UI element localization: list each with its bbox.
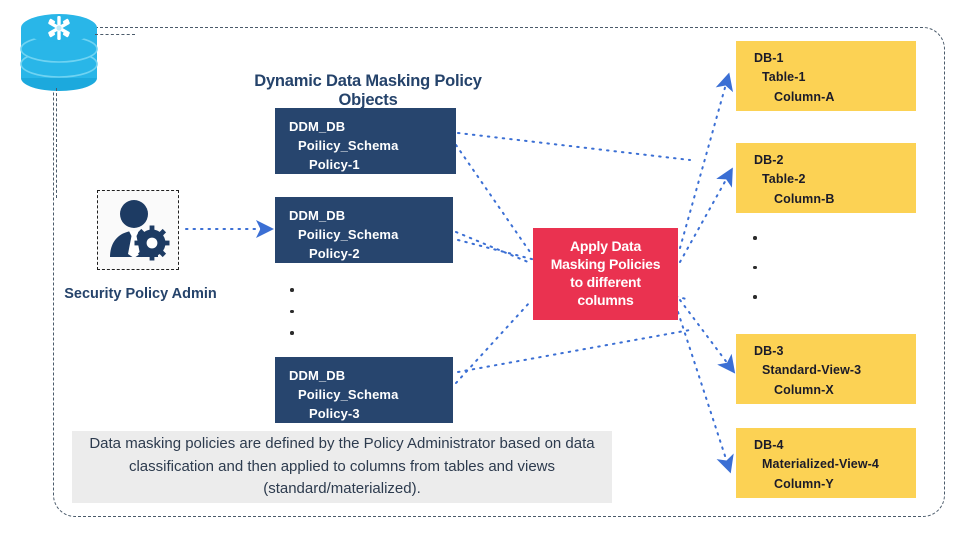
db1-column: Column-A (774, 89, 835, 104)
policy-1-database: DDM_DB (289, 119, 346, 134)
diagram-boundary (53, 27, 945, 517)
policy-1-name: Policy-1 (309, 157, 360, 173)
security-policy-admin-label: Security Policy Admin (64, 286, 217, 302)
policy-3-database: DDM_DB (289, 368, 346, 383)
db4-column: Column-Y (774, 476, 834, 491)
target-box-db4[interactable]: DB-4 Materialized-View-4 Column-Y (736, 428, 916, 498)
policy-object-box-2[interactable]: DDM_DB Poilicy_Schema Policy-2 (275, 197, 453, 263)
policy-3-schema: Poilicy_Schema (298, 387, 399, 403)
policy-ellipsis (290, 288, 294, 353)
policy-2-schema: Poilicy_Schema (298, 227, 399, 243)
policy-2-database: DDM_DB (289, 208, 346, 223)
db3-column: Column-X (774, 382, 834, 397)
target-box-db1[interactable]: DB-1 Table-1 Column-A (736, 41, 916, 111)
caption-box: Data masking policies are defined by the… (72, 431, 612, 503)
apply-box-line-1: Apply Data (569, 238, 642, 255)
apply-box-line-3: to different (570, 274, 641, 290)
db2-database: DB-2 (754, 153, 784, 167)
page-title: Dynamic Data Masking Policy Objects (254, 72, 482, 109)
target-box-db3[interactable]: DB-3 Standard-View-3 Column-X (736, 334, 916, 404)
db2-object: Table-2 (762, 172, 806, 187)
target-ellipsis (753, 236, 757, 325)
db3-database: DB-3 (754, 344, 784, 358)
apply-box-line-2: Masking Policies (550, 256, 661, 273)
db2-column: Column-B (774, 191, 835, 206)
boundary-connector-horizontal (95, 34, 135, 35)
apply-masking-policies-box[interactable]: Apply Data Masking Policies to different… (533, 228, 678, 320)
policy-object-box-3[interactable]: DDM_DB Poilicy_Schema Policy-3 (275, 357, 453, 423)
boundary-connector-vertical (56, 88, 57, 198)
db4-object: Materialized-View-4 (762, 457, 879, 472)
policy-3-name: Policy-3 (309, 406, 360, 422)
apply-box-line-4: columns (577, 291, 634, 308)
policy-object-box-1[interactable]: DDM_DB Poilicy_Schema Policy-1 (275, 108, 456, 174)
security-policy-admin-icon-box (97, 190, 179, 270)
db1-object: Table-1 (762, 70, 806, 85)
db3-object: Standard-View-3 (762, 363, 862, 378)
snowflake-database-icon (20, 14, 98, 91)
db1-database: DB-1 (754, 51, 784, 65)
user-with-gear-icon (110, 200, 170, 261)
target-box-db2[interactable]: DB-2 Table-2 Column-B (736, 143, 916, 213)
policy-1-schema: Poilicy_Schema (298, 138, 399, 154)
db4-database: DB-4 (754, 438, 784, 452)
caption-text: Data masking policies are defined by the… (89, 434, 595, 498)
policy-2-name: Policy-2 (309, 246, 360, 262)
